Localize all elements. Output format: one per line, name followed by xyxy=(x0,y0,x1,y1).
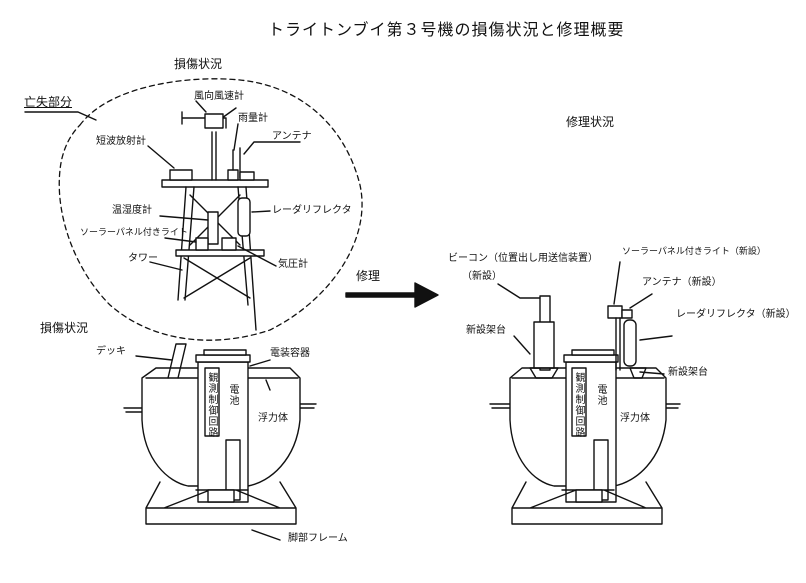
tower-mid-platform xyxy=(176,250,264,256)
antenna-new-box xyxy=(622,310,632,318)
beacon-new-label: （新設） xyxy=(462,271,502,282)
left-buoy xyxy=(124,344,316,524)
right-container-top xyxy=(572,350,614,355)
solar-leader xyxy=(165,238,196,242)
radar-new-label: レーダリフレクタ（新設） xyxy=(676,309,796,320)
radar-leader xyxy=(252,211,270,212)
solar-light-label: ソーラーパネル付きライト xyxy=(80,228,188,238)
repair-arrow xyxy=(346,283,438,307)
left-circuit-panel xyxy=(205,368,219,436)
beacon-label: ビーコン（位置出し用送信装置） xyxy=(448,253,598,264)
rain-gauge xyxy=(228,170,238,180)
lost-portion-outline xyxy=(59,79,362,340)
page-title: トライトンブイ第３号機の損傷状況と修理概要 xyxy=(268,20,625,39)
left-leg-frame xyxy=(146,482,296,524)
shortwave-label: 短波放射計 xyxy=(96,136,146,147)
left-deck-hatch xyxy=(168,344,186,378)
antenna-new-label: アンテナ（新設） xyxy=(642,277,722,288)
tower-top-platform xyxy=(162,180,268,187)
radar-reflector-new xyxy=(624,320,636,366)
solar-new-label: ソーラーパネル付きライト（新設） xyxy=(622,247,766,257)
radar-new-leader xyxy=(640,336,672,340)
solar-light-new xyxy=(608,306,622,318)
leg-frame-label: 脚部フレーム xyxy=(288,533,348,544)
solar-light-box xyxy=(196,238,208,250)
left-container-lid xyxy=(196,355,250,362)
tower-leg-left xyxy=(178,187,186,300)
lost-label-line xyxy=(25,112,96,120)
wind-sensor-body xyxy=(205,114,223,128)
pressure-sensor-box xyxy=(222,238,236,250)
radar-reflector xyxy=(238,198,250,236)
left-circuit-label: 観測制御回路 xyxy=(206,372,217,438)
mount-right-label: 新設架台 xyxy=(668,367,708,378)
right-mount-post xyxy=(616,318,620,370)
antenna-new-leader xyxy=(630,294,652,308)
rain-leader xyxy=(234,124,238,150)
container-leader xyxy=(250,360,270,366)
mount-left-leader xyxy=(514,336,530,354)
tower xyxy=(162,108,268,330)
radar-label: レーダリフレクタ xyxy=(272,205,352,216)
left-heading-top: 損傷状況 xyxy=(174,57,223,71)
beacon-mount xyxy=(534,322,554,368)
mount-left-label: 新設架台 xyxy=(466,325,506,336)
wind-leader xyxy=(196,101,206,112)
float-leader xyxy=(266,380,270,390)
left-container-top xyxy=(204,350,246,355)
pressure-leader xyxy=(238,246,276,266)
mount-right-leader xyxy=(640,372,664,374)
wind-label: 風向風速計 xyxy=(194,91,244,102)
temp-sensor xyxy=(208,212,218,244)
right-leg-frame xyxy=(512,482,662,524)
right-mount-base xyxy=(630,368,646,378)
shortwave-radiometer xyxy=(170,170,192,180)
right-circuit-label: 観測制御回路 xyxy=(573,372,584,438)
tower-label: タワー xyxy=(128,253,158,264)
right-buoy xyxy=(490,296,680,524)
right-water-line xyxy=(490,404,512,408)
pressure-label: 気圧計 xyxy=(278,259,308,270)
right-float-label: 浮力体 xyxy=(620,413,650,424)
left-leg-foot xyxy=(208,490,234,502)
beacon-leader xyxy=(498,284,540,298)
right-circuit-panel xyxy=(572,368,586,436)
antenna-leader xyxy=(244,142,300,154)
shortwave-leader xyxy=(148,146,174,168)
temp-label: 温湿度計 xyxy=(112,205,152,216)
repair-arrow-label: 修理 xyxy=(356,269,381,283)
tower-leader xyxy=(150,262,182,270)
left-heading-bottom: 損傷状況 xyxy=(40,321,89,335)
left-battery-label: 電池 xyxy=(227,384,238,406)
deck-label: デッキ xyxy=(96,346,126,357)
container-label: 電装容器 xyxy=(270,348,310,359)
beacon-mount-base xyxy=(530,368,558,378)
left-float-label: 浮力体 xyxy=(258,413,288,424)
leg-frame-leader xyxy=(252,530,280,540)
right-heading: 修理状況 xyxy=(566,115,615,129)
tower-brace-2 xyxy=(184,258,250,298)
antenna-label: アンテナ xyxy=(272,131,312,142)
right-container-lid xyxy=(564,355,618,362)
deck-leader xyxy=(136,356,172,360)
mast xyxy=(212,132,216,180)
solar-new-leader xyxy=(614,262,620,304)
right-leg-foot xyxy=(576,490,602,502)
right-battery-label: 電池 xyxy=(595,384,606,406)
wind-sensor xyxy=(182,108,236,128)
temp-leader xyxy=(160,216,208,220)
tower-leg-left-inner xyxy=(185,187,194,300)
rain-label: 雨量計 xyxy=(238,113,268,124)
antenna-box xyxy=(240,172,254,180)
lost-part-label: 亡失部分 xyxy=(24,95,73,109)
